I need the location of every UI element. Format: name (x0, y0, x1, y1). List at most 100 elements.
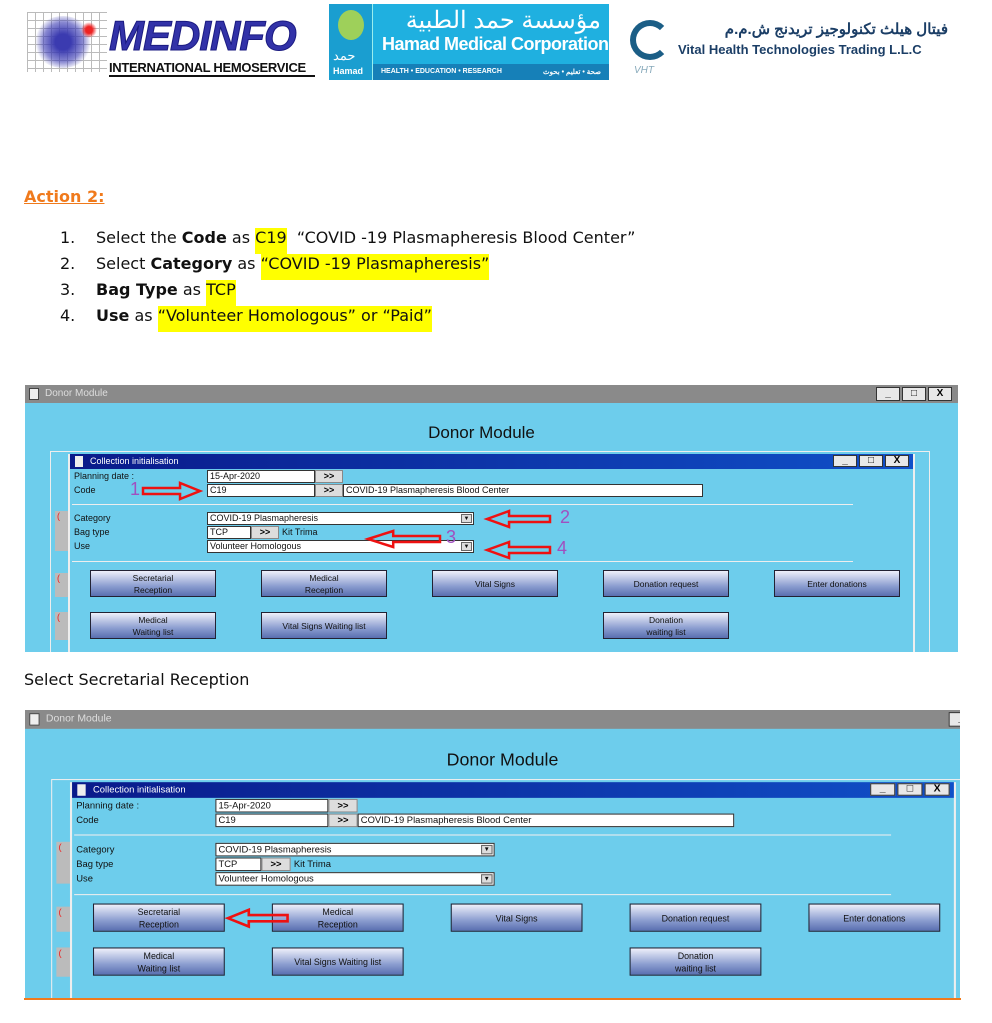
label-bag-type: Bag type (76, 858, 114, 869)
window-controls: _□ (948, 712, 960, 727)
step-mid: as (232, 254, 261, 273)
window-title: Donor Module (45, 388, 108, 399)
donation-request-button[interactable]: Donation request (629, 903, 762, 932)
secretarial-reception-button[interactable]: Secretarial Reception (90, 570, 216, 597)
page-heading: Donor Module (446, 749, 559, 770)
bag-type-lookup-button[interactable]: >> (251, 526, 279, 539)
planning-date-input[interactable]: 15-Apr-2020 (207, 470, 315, 483)
planning-date-lookup-button[interactable]: >> (328, 798, 358, 813)
dialog-maximize-button[interactable]: □ (859, 455, 883, 467)
annotation-number: 1 (130, 479, 141, 499)
step-bold: Category (150, 254, 233, 273)
annotation-number: 3 (446, 527, 457, 547)
side-tab: ( (56, 947, 72, 977)
chevron-down-icon[interactable]: ▼ (461, 514, 472, 523)
step-num: 1. (60, 228, 76, 247)
window-icon (29, 713, 40, 726)
chevron-down-icon[interactable]: ▼ (481, 874, 493, 884)
hmc-logo: حمد Hamad مؤسسة حمد الطبية Hamad Medical… (329, 4, 609, 80)
label-code: Code (74, 485, 96, 495)
step-bold: Code (181, 228, 227, 247)
medical-reception-button[interactable]: Medical Reception (261, 570, 387, 597)
chevron-down-icon[interactable]: ▼ (461, 542, 472, 551)
close-button[interactable]: X (928, 387, 952, 401)
planning-date-lookup-button[interactable]: >> (315, 470, 343, 483)
bag-type-lookup-button[interactable]: >> (261, 857, 291, 872)
step-mid: as (129, 306, 158, 325)
vital-signs-waiting-list-button[interactable]: Vital Signs Waiting list (261, 612, 387, 639)
medical-waiting-list-button[interactable]: Medical Waiting list (92, 947, 225, 976)
vht-arabic: فيتال هيلث تكنولوجيز تريدنج ش.م.م (724, 21, 948, 38)
label-category: Category (76, 843, 115, 855)
enter-donations-button[interactable]: Enter donations (774, 570, 900, 597)
side-tab: ( (56, 841, 72, 884)
step-mid: as (177, 280, 207, 299)
instruction-step: 4.Use as “Volunteer Homologous” or “Paid… (60, 306, 635, 332)
use-value: Volunteer Homologous (210, 541, 302, 551)
code-lookup-button[interactable]: >> (315, 484, 343, 497)
code-lookup-button[interactable]: >> (328, 813, 358, 828)
use-value: Volunteer Homologous (218, 873, 314, 884)
separator (72, 561, 853, 562)
hmc-short: Hamad (333, 66, 364, 76)
step-mid: as (226, 228, 256, 247)
hmc-arabic-short: حمد (333, 48, 356, 63)
screenshot-2: Donor Module_□Donor Module(((Collection … (25, 710, 960, 998)
dialog-minimize-button[interactable]: _ (870, 783, 896, 796)
enter-donations-button[interactable]: Enter donations (808, 903, 941, 932)
vht-english: Vital Health Technologies Trading L.L.C (678, 42, 922, 57)
category-select[interactable]: COVID-19 Plasmapheresis▼ (207, 512, 474, 525)
step-hl: C19 (255, 228, 287, 254)
step-post: “COVID -19 Plasmapheresis Blood Center” (286, 228, 636, 247)
dialog-close-button[interactable]: X (924, 783, 950, 796)
step-bold: Use (96, 306, 130, 325)
side-tab: ( (56, 906, 72, 932)
vital-signs-waiting-list-button[interactable]: Vital Signs Waiting list (271, 947, 404, 976)
vital-signs-button[interactable]: Vital Signs (432, 570, 558, 597)
code-input[interactable]: C19 (207, 484, 315, 497)
maximize-button[interactable]: □ (902, 387, 926, 401)
caption: Select Secretarial Reception (24, 670, 250, 689)
dialog-icon (75, 456, 83, 467)
medical-reception-button[interactable]: Medical Reception (271, 903, 404, 932)
donation-waiting-list-button[interactable]: Donation waiting list (603, 612, 729, 639)
secretarial-reception-button[interactable]: Secretarial Reception (92, 903, 225, 932)
code-input[interactable]: C19 (215, 813, 329, 828)
step-hl: “COVID -19 Plasmapheresis” (260, 254, 490, 280)
vht-emblem-icon (630, 20, 670, 60)
window-icon (29, 388, 39, 400)
step-bold: Bag Type (96, 280, 178, 299)
dialog-maximize-button[interactable]: □ (897, 783, 923, 796)
side-tab: ( (55, 612, 69, 640)
bag-type-input[interactable]: TCP (215, 857, 262, 872)
dialog-icon (77, 784, 86, 796)
separator (74, 894, 892, 896)
action-title: Action 2: (24, 187, 105, 206)
bag-type-input[interactable]: TCP (207, 526, 251, 539)
dialog-minimize-button[interactable]: _ (833, 455, 857, 467)
instruction-step: 3.Bag Type as TCP (60, 280, 635, 306)
dialog-close-button[interactable]: X (885, 455, 909, 467)
vital-signs-button[interactable]: Vital Signs (450, 903, 583, 932)
dialog-title-bar: Collection initialisation_□X (70, 454, 913, 469)
donation-request-button[interactable]: Donation request (603, 570, 729, 597)
medinfo-logo: MEDINFO INTERNATIONAL HEMOSERVICE (25, 10, 315, 77)
label-category: Category (74, 513, 111, 523)
instruction-step: 2.Select Category as “COVID -19 Plasmaph… (60, 254, 635, 280)
category-select[interactable]: COVID-19 Plasmapheresis▼ (215, 842, 495, 857)
leaf-icon (338, 10, 364, 40)
outer-frame (50, 451, 930, 652)
donation-waiting-list-button[interactable]: Donation waiting list (629, 947, 762, 976)
label-use: Use (76, 873, 94, 884)
chevron-down-icon[interactable]: ▼ (481, 844, 493, 855)
minimize-button[interactable]: _ (948, 712, 960, 727)
annotation-number: 4 (557, 538, 568, 558)
hmc-english: Hamad Medical Corporation (382, 34, 609, 54)
minimize-button[interactable]: _ (876, 387, 900, 401)
planning-date-input[interactable]: 15-Apr-2020 (215, 798, 329, 813)
use-select[interactable]: Volunteer Homologous ▼ (215, 872, 495, 886)
use-select[interactable]: Volunteer Homologous ▼ (207, 540, 474, 553)
medical-waiting-list-button[interactable]: Medical Waiting list (90, 612, 216, 639)
